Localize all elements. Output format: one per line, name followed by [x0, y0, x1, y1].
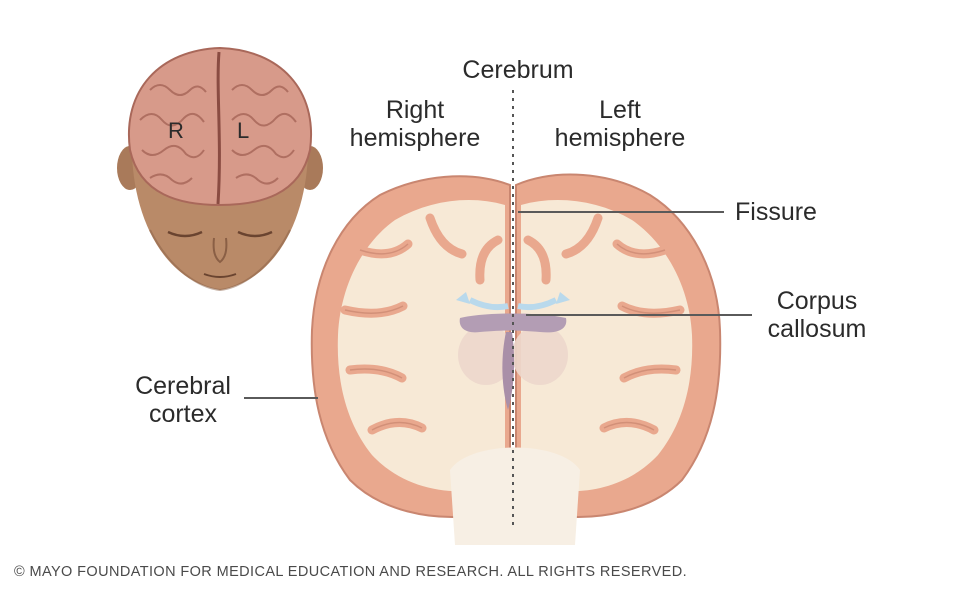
- head-label-r: R: [168, 118, 184, 143]
- cerebral-cortex-line1: Cerebral: [135, 372, 231, 400]
- right-hemisphere-label: Right hemisphere: [330, 96, 500, 152]
- left-hemisphere-line1: Left: [599, 96, 641, 124]
- cerebral-cortex-line2: cortex: [148, 400, 218, 428]
- left-hemisphere-label: Left hemisphere: [535, 96, 705, 152]
- cerebrum-label: Cerebrum: [462, 56, 574, 84]
- corpus-callosum-line1: Corpus: [776, 287, 858, 315]
- fissure-label: Fissure: [735, 198, 817, 226]
- cerebral-cortex-label: Cerebral cortex: [118, 372, 248, 428]
- corpus-callosum-label: Corpus callosum: [752, 287, 882, 343]
- left-hemisphere-line2: hemisphere: [554, 124, 686, 152]
- copyright-notice: © MAYO FOUNDATION FOR MEDICAL EDUCATION …: [14, 564, 688, 580]
- head-illustration: [117, 46, 323, 292]
- right-hemisphere-line2: hemisphere: [349, 124, 481, 152]
- corpus-callosum-line2: callosum: [767, 315, 867, 343]
- head-label-l: L: [237, 118, 250, 143]
- right-hemisphere-line1: Right: [385, 96, 445, 124]
- brain-cross-section: [310, 90, 722, 545]
